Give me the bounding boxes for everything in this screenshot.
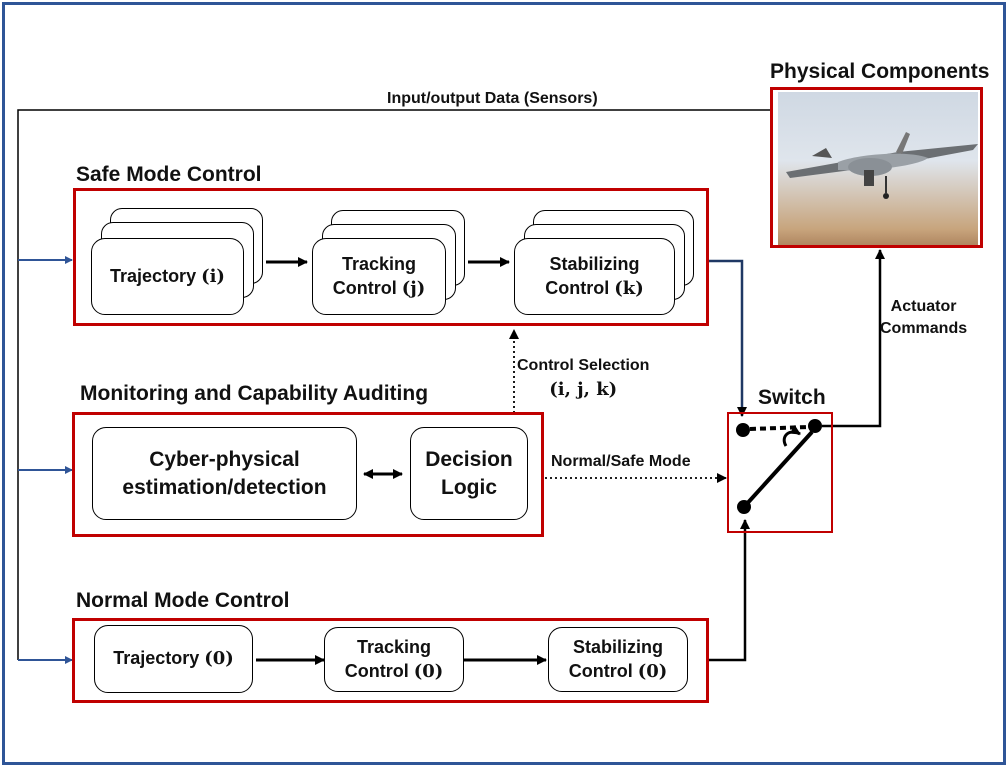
cyber-physical-box: Cyber-physical estimation/detection [92, 427, 357, 520]
decision-logic-line1: Decision [425, 448, 513, 472]
switch-symbol [736, 419, 822, 514]
switch-title: Switch [758, 386, 826, 409]
monitoring-title: Monitoring and Capability Auditing [80, 382, 429, 405]
decision-logic-line2: Logic [441, 475, 497, 499]
normal-stabilizing-line1: Stabilizing [573, 637, 663, 658]
normal-mode-title: Normal Mode Control [76, 589, 290, 612]
normal-output-arrow [708, 519, 750, 662]
normal-mode-group [72, 618, 709, 703]
safe-mode-title: Safe Mode Control [76, 163, 262, 186]
control-selection-indices: (i, j, k) [549, 379, 618, 400]
physical-components-box [770, 87, 983, 248]
actuator-arrow [822, 249, 885, 428]
normal-trajectory-index: (0) [204, 648, 234, 670]
actuator-commands-label: Actuator Commands [880, 296, 967, 340]
sensor-data-label: Input/output Data (Sensors) [387, 90, 598, 107]
safe-output-arrow [708, 259, 747, 417]
normal-stabilizing-index: (0) [637, 660, 668, 682]
drone-photo [778, 92, 978, 245]
normal-safe-mode-label: Normal/Safe Mode [551, 453, 691, 470]
monitoring-group [72, 412, 544, 537]
cyber-physical-line2: estimation/detection [122, 475, 327, 499]
normal-trajectory-label: Trajectory [113, 648, 205, 669]
safe-trajectory-label: Trajectory [110, 265, 202, 286]
safe-trajectory-index: (i) [201, 265, 225, 287]
control-selection-text: Control Selection [517, 357, 650, 374]
physical-components-title: Physical Components [770, 60, 990, 83]
normal-tracking-index: (0) [413, 660, 444, 682]
sensor-feedback-line [17, 109, 770, 664]
control-selection-label: Control Selection (i, j, k) [517, 354, 649, 402]
switch-box [727, 412, 833, 533]
normal-tracking-label: Control [344, 660, 414, 681]
safe-trajectory-box: Trajectory (i) [91, 238, 244, 315]
safe-tracking-line1: Tracking [341, 254, 416, 275]
normal-trajectory-box: Trajectory (0) [94, 625, 253, 693]
normal-tracking-line1: Tracking [356, 637, 432, 658]
actuator-label-line1: Actuator [890, 298, 957, 315]
actuator-label-line2: Commands [880, 320, 968, 337]
normal-stabilizing-label: Control [568, 660, 638, 681]
safe-stabilizing-index: (k) [614, 277, 644, 299]
safe-stabilizing-line1: Stabilizing [549, 254, 640, 275]
safe-tracking-index: (j) [401, 277, 426, 299]
safe-mode-group [73, 188, 709, 326]
safe-tracking-label: Control [332, 277, 402, 298]
drone-icon [786, 132, 978, 199]
safe-stabilizing-label: Control [545, 277, 615, 298]
cyber-physical-line1: Cyber-physical [149, 448, 300, 472]
